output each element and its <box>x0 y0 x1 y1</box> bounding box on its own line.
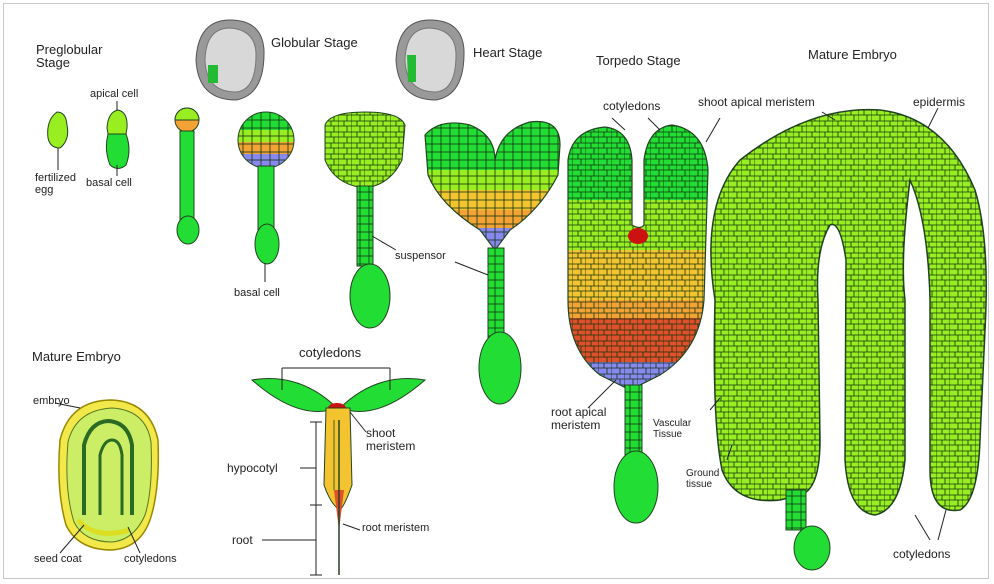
label-fertilized-egg: fertilized egg <box>35 172 85 196</box>
label-apical-cell: apical cell <box>90 88 138 100</box>
label-globular-stage: Globular Stage <box>271 36 358 49</box>
label-cotyledons-seed: cotyledons <box>124 553 177 565</box>
label-embryo: embryo <box>33 395 70 407</box>
label-root-meristem: root meristem <box>362 522 432 534</box>
label-basal-cell-top: basal cell <box>86 177 132 189</box>
label-torpedo-stage: Torpedo Stage <box>596 54 681 67</box>
label-heart-stage: Heart Stage <box>473 46 542 59</box>
two-cell-embryo-shape <box>106 101 129 176</box>
label-cotyledons-torpedo: cotyledons <box>603 100 660 113</box>
label-preglobular-stage: Preglobular Stage <box>36 43 126 69</box>
label-seed-coat: seed coat <box>34 553 82 565</box>
label-root: root <box>232 534 253 547</box>
globular-embryo-c <box>320 108 410 328</box>
mature-embryo-large <box>700 100 994 570</box>
globular-seed-icon <box>196 20 264 100</box>
globular-embryo-b <box>236 110 296 282</box>
heart-seed-icon <box>396 20 464 100</box>
label-hypocotyl: hypocotyl <box>227 462 278 475</box>
label-ground-tissue: Ground tissue <box>686 468 730 490</box>
label-root-apical-meristem: root apical meristem <box>551 406 613 432</box>
label-cotyledons-mature: cotyledons <box>893 548 950 561</box>
label-mature-embryo-top: Mature Embryo <box>808 48 897 61</box>
torpedo-stage-embryo <box>560 120 715 523</box>
label-vascular-tissue: Vascular Tissue <box>653 418 703 440</box>
label-mature-embryo-bottom: Mature Embryo <box>32 350 121 363</box>
label-shoot-meristem: shoot meristem <box>366 427 426 453</box>
label-cotyledons-seedling: cotyledons <box>299 346 361 359</box>
label-basal-cell-mid: basal cell <box>234 287 280 299</box>
fertilized-egg-shape <box>48 112 68 170</box>
label-suspensor: suspensor <box>395 250 446 262</box>
label-shoot-apical-meristem: shoot apical meristem <box>698 96 815 109</box>
globular-embryo-a <box>175 108 199 244</box>
seed-with-embryo <box>59 400 158 550</box>
label-epidermis: epidermis <box>913 96 965 109</box>
seedling-diagram <box>252 379 425 575</box>
